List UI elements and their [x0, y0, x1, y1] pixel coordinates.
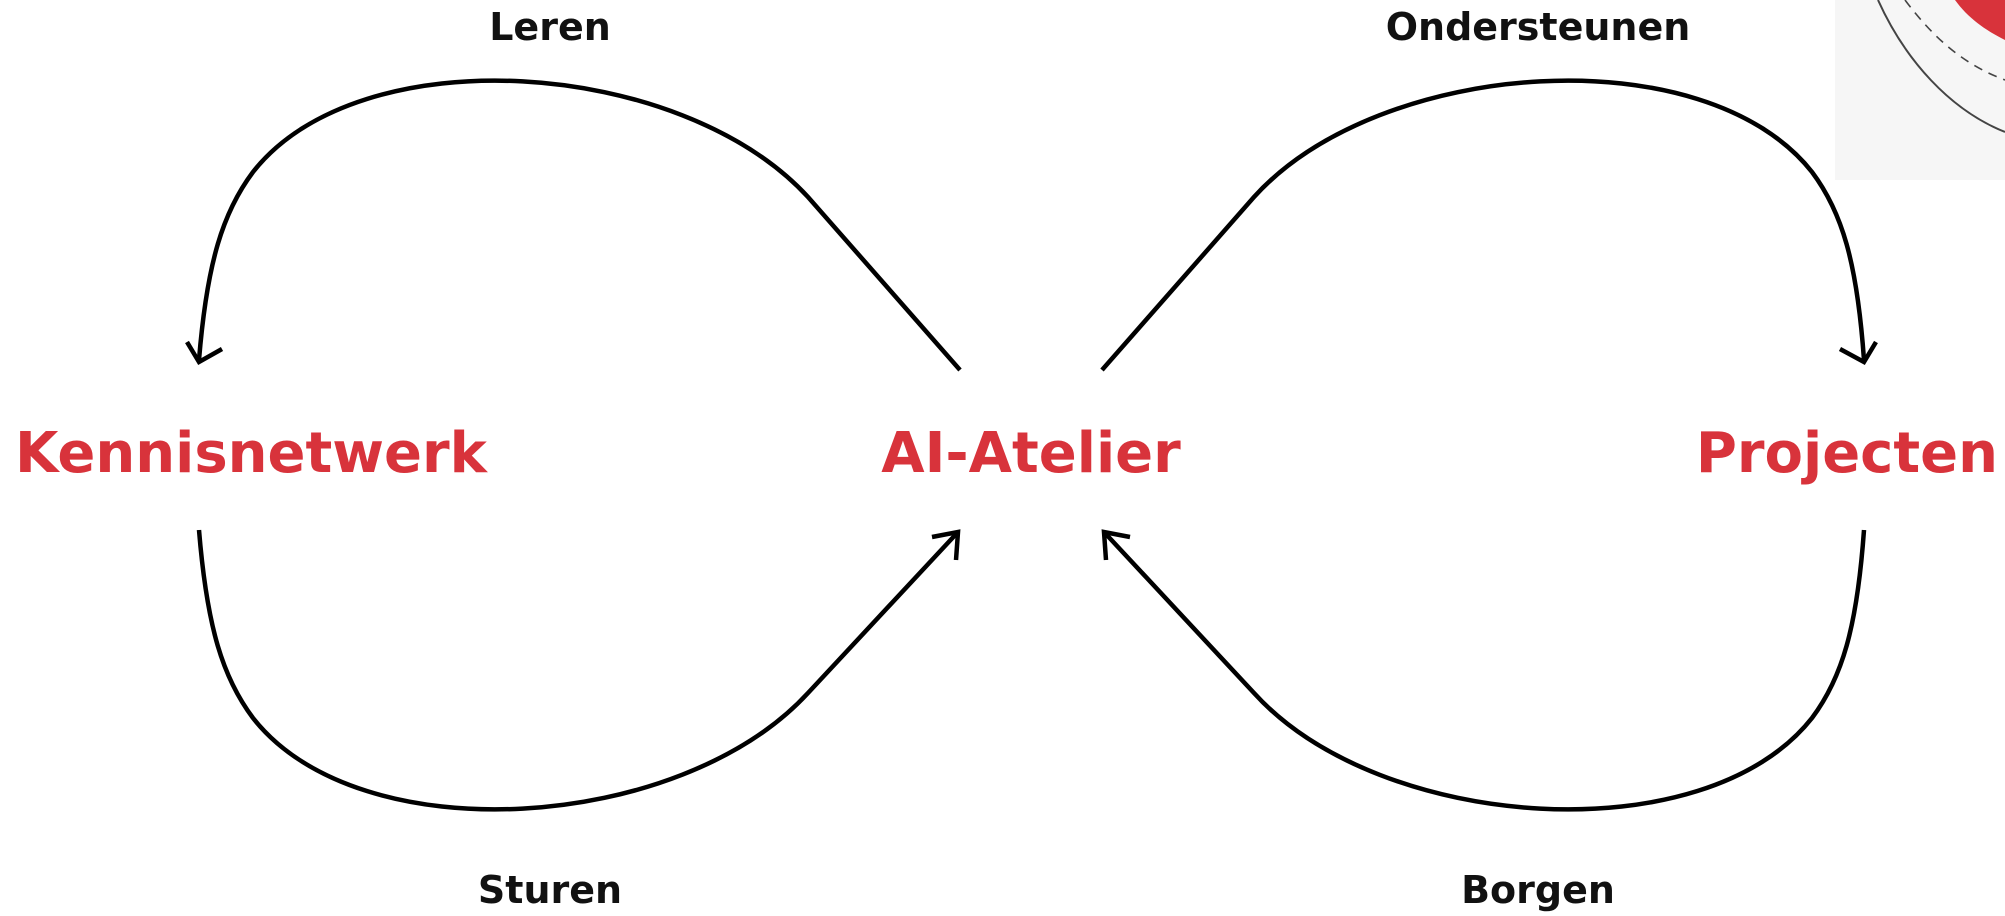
edge-label-ondersteunen: Ondersteunen [1386, 5, 1691, 49]
node-projecten: Projecten [1696, 421, 1998, 486]
arrow-sturen [196, 529, 961, 812]
edge-label-borgen: Borgen [1461, 868, 1615, 912]
corner-illustration [1835, 0, 2005, 180]
arrow-ondersteunen [1100, 78, 1878, 372]
arrow-leren [185, 78, 962, 372]
node-kennisnetwerk: Kennisnetwerk [15, 421, 489, 486]
node-ai-atelier: AI-Atelier [881, 421, 1181, 486]
edge-label-leren: Leren [489, 5, 611, 49]
arrow-borgen [1101, 529, 1867, 812]
edge-label-sturen: Sturen [478, 868, 622, 912]
